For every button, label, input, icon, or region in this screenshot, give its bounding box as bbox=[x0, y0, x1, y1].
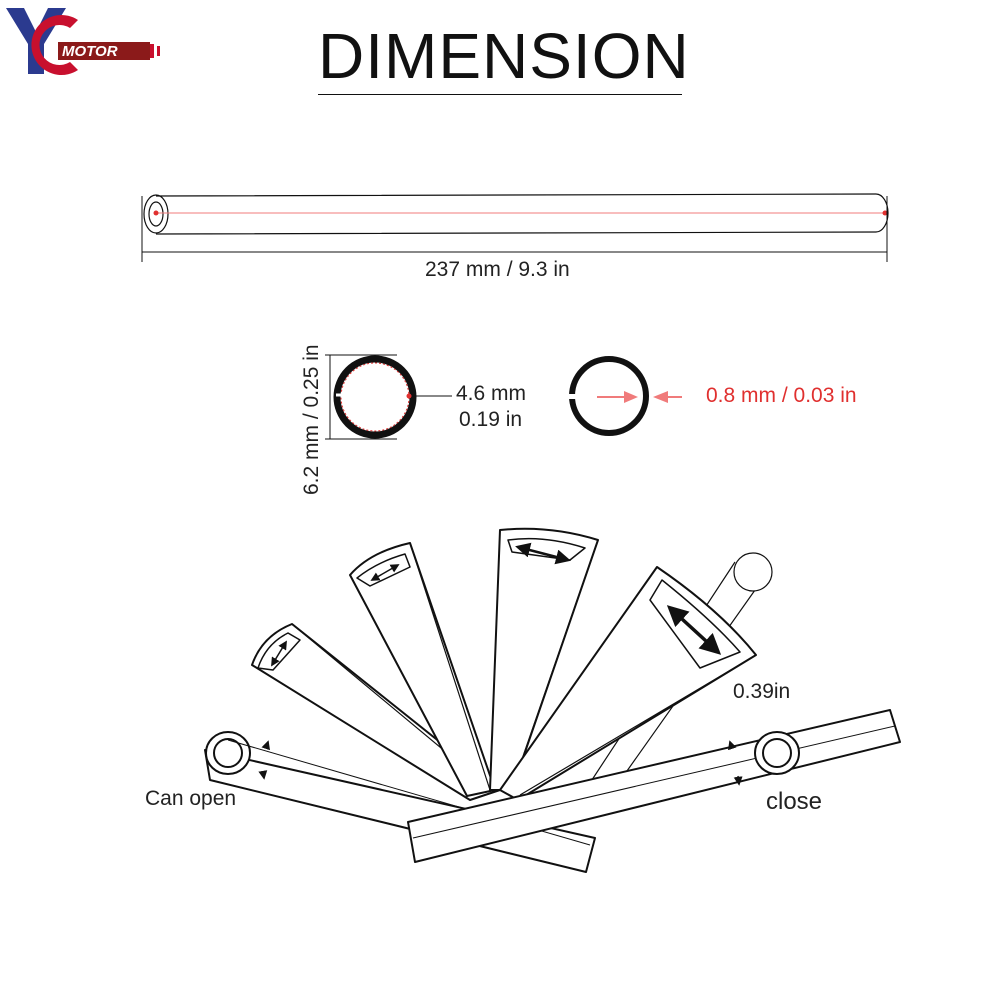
logo-text: MOTOR bbox=[62, 43, 118, 60]
tube-body bbox=[155, 193, 889, 235]
inner-diameter-in-label: 0.19 in bbox=[459, 408, 523, 431]
tube-end-inner bbox=[148, 201, 164, 227]
arrow-right-icon bbox=[624, 391, 638, 403]
double-arrow-icon bbox=[271, 640, 287, 667]
tube-end-outer bbox=[143, 194, 169, 234]
length-label: 237 mm / 9.3 in bbox=[425, 258, 570, 281]
logo-c-shape bbox=[31, 15, 78, 76]
double-arrow-icon bbox=[666, 605, 722, 655]
arrow-left-icon bbox=[653, 391, 668, 403]
clip-fan bbox=[204, 527, 901, 873]
title-block: DIMENSION bbox=[318, 18, 689, 95]
outer-diameter-label: 6.2 mm / 0.25 in bbox=[300, 344, 323, 495]
logo-bar bbox=[58, 42, 150, 60]
double-arrow-icon bbox=[370, 564, 400, 581]
wall-thickness-label: 0.8 mm / 0.03 in bbox=[706, 384, 857, 407]
length-dimension bbox=[141, 196, 888, 262]
brand-logo: MOTOR bbox=[0, 0, 170, 90]
inner-diameter-mm-label: 4.6 mm bbox=[456, 382, 527, 405]
can-open-label: Can open bbox=[145, 787, 237, 810]
opening-width-label: 0.39in bbox=[733, 680, 791, 703]
page-title: DIMENSION bbox=[318, 18, 689, 95]
tube-side-view bbox=[143, 193, 889, 235]
cross-section-diameter bbox=[325, 354, 452, 440]
logo-mark: MOTOR bbox=[6, 8, 160, 76]
cross-section-wall bbox=[566, 356, 682, 436]
clip-arrows bbox=[258, 542, 743, 786]
double-arrow-icon bbox=[515, 542, 571, 565]
tube-ring bbox=[333, 355, 417, 439]
close-label: close bbox=[766, 788, 823, 815]
